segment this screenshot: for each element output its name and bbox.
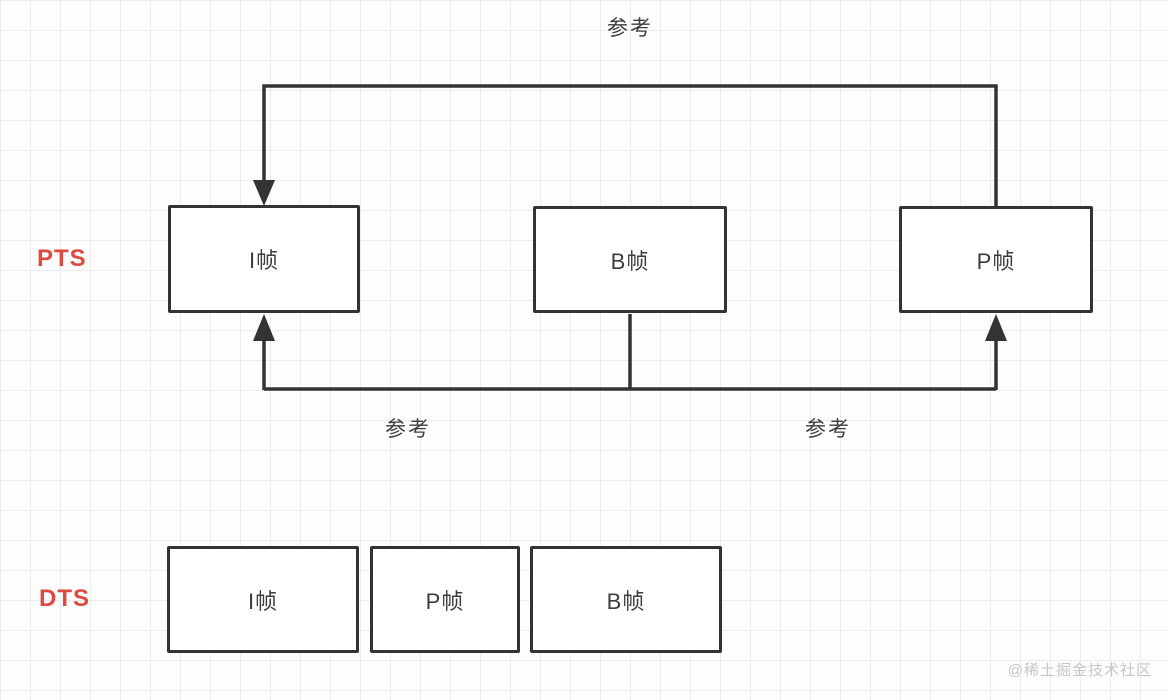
frame-label: B帧 xyxy=(606,588,646,614)
reference-label-top: 参考 xyxy=(607,17,653,40)
watermark-text: @稀土掘金技术社区 xyxy=(1007,662,1152,679)
pts-axis-label: PTS xyxy=(37,245,87,272)
arrowhead-up-right-icon xyxy=(985,314,1007,341)
pts-p-frame-box: P帧 xyxy=(899,206,1093,313)
dts-axis-label: DTS xyxy=(39,585,90,612)
frame-label: P帧 xyxy=(425,588,465,614)
dts-i-frame-box: I帧 xyxy=(167,546,359,653)
reference-label-bottom-right: 参考 xyxy=(805,418,851,441)
pts-b-frame-box: B帧 xyxy=(533,206,727,313)
arrowhead-down-icon xyxy=(253,180,275,206)
dts-p-frame-box: P帧 xyxy=(370,546,520,653)
frame-label: B帧 xyxy=(610,248,650,274)
frame-label: I帧 xyxy=(247,588,279,614)
top-reference-line xyxy=(262,84,998,206)
frame-label: I帧 xyxy=(248,248,280,273)
dts-b-frame-box: B帧 xyxy=(530,546,722,653)
pts-i-frame-box: I帧 xyxy=(168,205,360,313)
reference-label-bottom-left: 参考 xyxy=(385,418,431,441)
frame-label: P帧 xyxy=(976,248,1016,274)
arrowhead-up-left-icon xyxy=(253,314,275,341)
